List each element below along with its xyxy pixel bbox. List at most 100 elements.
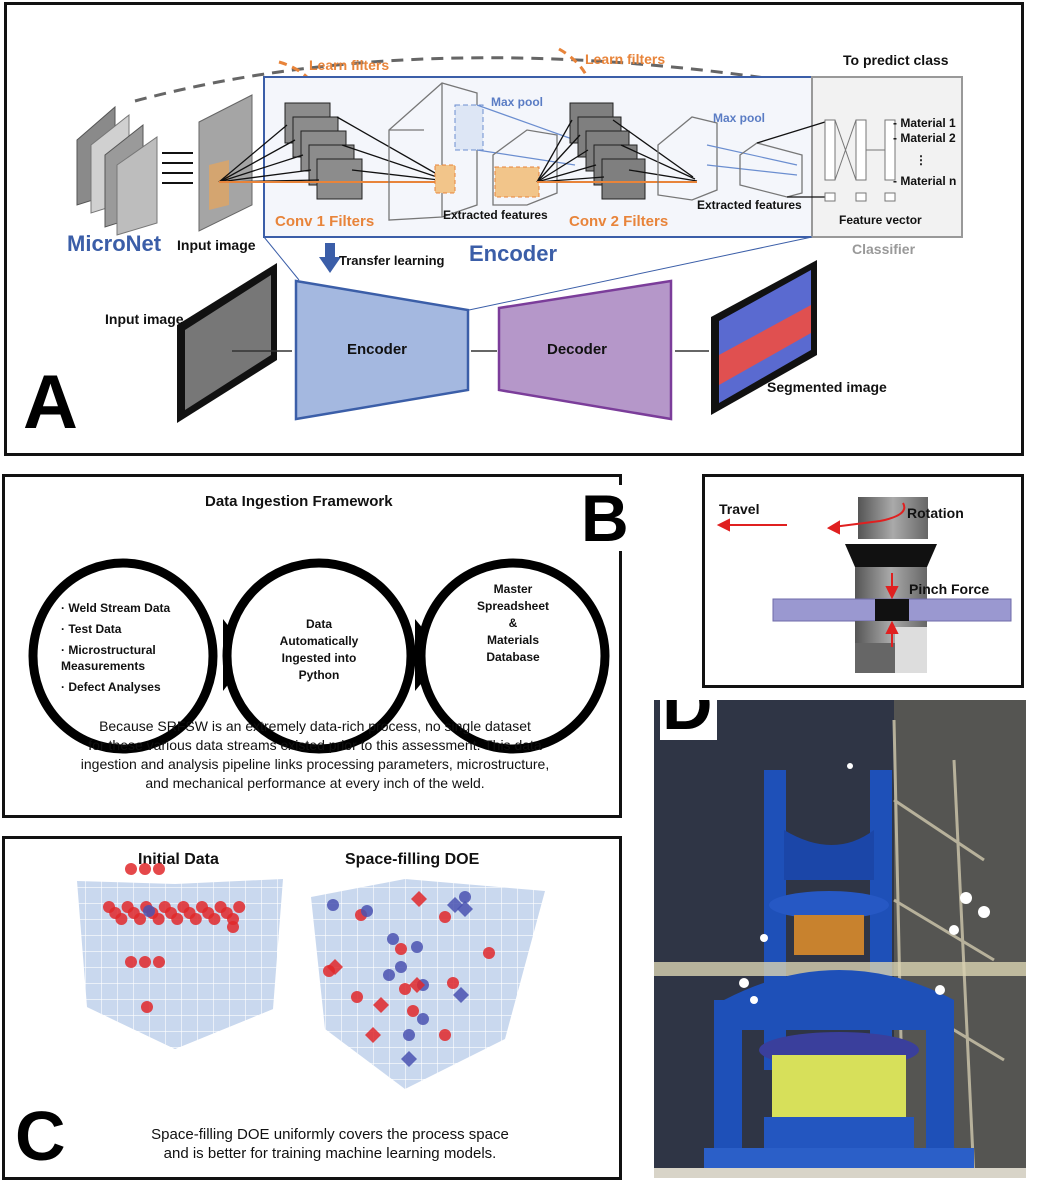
panel-b: Data Ingestion Framework · Weld Stream D…: [2, 474, 633, 818]
rotation-arrow: [832, 502, 906, 528]
plot1-point: [152, 913, 165, 925]
plot2-point: [401, 1051, 417, 1067]
panel-c-graphics: [77, 863, 545, 1089]
panel-c-caption: Space-filling DOE uniformly covers the p…: [85, 1125, 575, 1163]
plot1-point: [125, 956, 137, 968]
material-list: - Material 1 - Material 2 ⋮ - Material n: [893, 116, 956, 189]
plot2-point: [409, 977, 425, 993]
pinch-force-label: Pinch Force: [909, 581, 990, 597]
material-item: ⋮: [915, 153, 927, 167]
caption-line: and mechanical performance at every inch…: [145, 775, 485, 791]
conv2-filters-label: Conv 2 Filters: [569, 213, 669, 230]
plot2-point: [447, 977, 459, 989]
plot1-point: [233, 901, 246, 913]
material-item: - Material n: [893, 174, 957, 188]
to-predict-class-label: To predict class: [843, 52, 949, 68]
text-line: Database: [486, 650, 540, 664]
text-line: Python: [298, 668, 340, 682]
plot2-title: Space-filling DOE: [345, 851, 480, 868]
seg-encoder-label: Encoder: [347, 341, 408, 358]
plot1-point: [134, 913, 146, 925]
circle-python: [222, 558, 416, 754]
list-item: · Test Data: [61, 622, 122, 636]
feature-map-box-3: [657, 116, 718, 201]
panel-b-caption: Because SRFSW is an extremely data-rich …: [25, 717, 605, 793]
caption-line: Because SRFSW is an extremely data-rich …: [99, 718, 531, 734]
yellow-cylinder: [772, 1055, 906, 1117]
text-line: Spreadsheet: [476, 599, 550, 613]
plot2-point: [459, 891, 471, 903]
plot2-point: [365, 1027, 381, 1043]
tool-collar: [845, 544, 937, 567]
text-line: Master: [493, 582, 533, 596]
orange-ring: [794, 915, 864, 955]
circle2-text: Data Automatically Ingested into Python: [255, 616, 383, 684]
list-item: · Microstructural Measurements: [61, 643, 156, 673]
plot2-point: [411, 941, 423, 953]
plot1-point: [227, 913, 239, 925]
max-pool-label-2: Max pool: [713, 111, 766, 125]
text-line: Automatically: [279, 634, 359, 648]
conv1-filter-stack: [284, 102, 363, 200]
plot2-point: [457, 901, 473, 917]
rotation-label: Rotation: [907, 505, 964, 521]
plot1-point: [141, 1001, 153, 1013]
circle3-text: Master Spreadsheet & Materials Database: [449, 581, 577, 666]
plot2-point: [399, 983, 411, 995]
maxpool-lines-1: [476, 104, 576, 166]
extracted-features-label-1: Extracted features: [443, 208, 548, 222]
conv2-lines: [536, 119, 698, 183]
conv1-filters-label: Conv 1 Filters: [275, 213, 375, 230]
transfer-learning-arrow: [319, 257, 341, 273]
panel-a: Learn filters Learn filters To predict c…: [4, 2, 1024, 456]
plot2-point: [327, 959, 343, 975]
panel-a-label: A: [23, 360, 78, 445]
plot1-point: [153, 956, 165, 968]
caption-line: Space-filling DOE uniformly covers the p…: [151, 1126, 509, 1143]
facility-photo: [654, 700, 1026, 1178]
plot2-point: [383, 969, 395, 981]
caption-line: ingestion and analysis pipeline links pr…: [80, 756, 550, 772]
encoder-trapezoid: [294, 279, 470, 421]
circle1-items: · Weld Stream Data · Test Data · Microst…: [61, 600, 171, 695]
stack-arrows: [162, 152, 193, 184]
plot2-point: [453, 987, 469, 1003]
caption-line: for these various data streams existed p…: [88, 737, 542, 753]
panel-b-title: Data Ingestion Framework: [205, 493, 393, 510]
text-line: Materials: [486, 633, 540, 647]
feature-vector-label: Feature vector: [839, 213, 922, 227]
encoder-box: [263, 76, 813, 238]
plot2-point: [351, 991, 363, 1003]
plot2-point: [361, 905, 373, 917]
conv1-lines: [218, 116, 440, 183]
plot1-point: [115, 913, 128, 925]
seg-decoder-label: Decoder: [547, 341, 608, 358]
panel-a-graphics: [76, 47, 963, 423]
text-line: Ingested into: [281, 651, 357, 665]
list-item: · Defect Analyses: [61, 680, 161, 694]
travel-label: Travel: [719, 501, 760, 517]
circle-inputs: [28, 558, 218, 754]
plot1-point: [208, 913, 221, 925]
plot2-point: [439, 1029, 451, 1041]
plot1-point: [171, 913, 184, 925]
plot2-point: [387, 933, 399, 945]
max-pool-label-1: Max pool: [491, 95, 544, 109]
feature-map-box-1: [388, 82, 478, 221]
plot2-point: [407, 1005, 419, 1017]
material-item: - Material 1: [893, 116, 956, 130]
plot2-point: [411, 891, 427, 907]
extracted-features-label-2: Extracted features: [697, 198, 802, 212]
segmented-image-label: Segmented image: [767, 379, 887, 395]
plot1-points: [103, 863, 246, 1013]
learn-filters-arrow-2: [558, 47, 595, 94]
text-line: &: [508, 616, 518, 630]
plot2-point: [403, 1029, 415, 1041]
plot2-points: [323, 891, 495, 1067]
panel-b-graphics: [28, 558, 610, 754]
decoder-trapezoid: [497, 279, 673, 421]
plot2-point: [395, 943, 407, 955]
plot2-point: [395, 961, 407, 973]
conv2-filter-stack: [569, 102, 646, 200]
micronet-image-stack: [76, 105, 158, 236]
